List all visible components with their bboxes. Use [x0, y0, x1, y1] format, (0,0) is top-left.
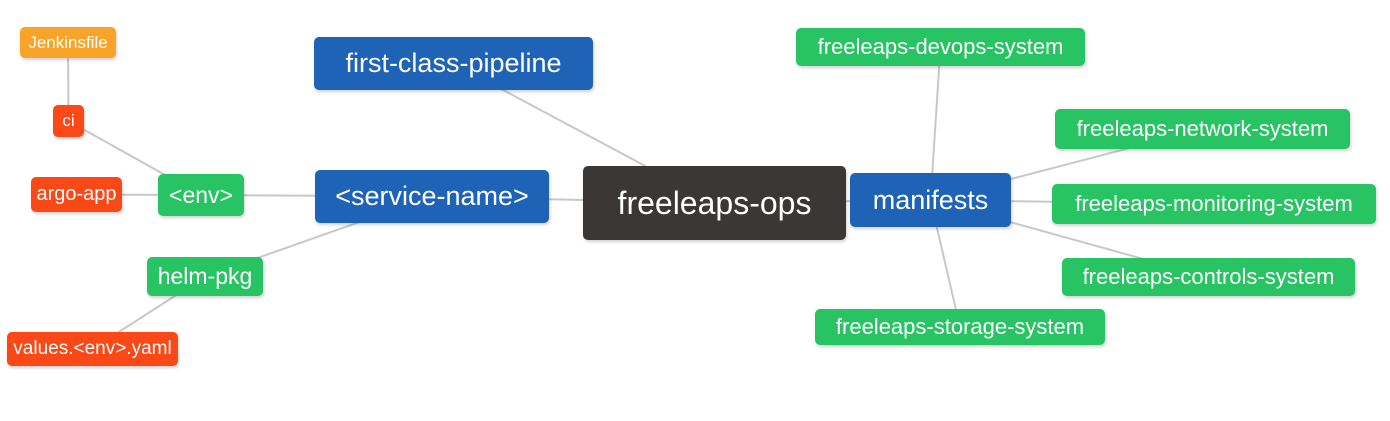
node-freeleaps-controls-system[interactable]: freeleaps-controls-system	[1062, 258, 1355, 296]
node-label: <env>	[169, 181, 233, 208]
node-label: Jenkinsfile	[28, 32, 108, 52]
node-env[interactable]: <env>	[158, 174, 244, 216]
node-first-class-pipeline[interactable]: first-class-pipeline	[314, 37, 593, 90]
node-label: manifests	[872, 184, 989, 215]
node-freeleaps-network-system[interactable]: freeleaps-network-system	[1055, 109, 1350, 149]
node-freeleaps-storage-system[interactable]: freeleaps-storage-system	[815, 309, 1105, 345]
node-jenkinsfile[interactable]: Jenkinsfile	[20, 27, 116, 58]
node-manifests[interactable]: manifests	[850, 173, 1011, 227]
node-helm-pkg[interactable]: helm-pkg	[147, 257, 263, 296]
node-label: <service-name>	[335, 181, 529, 211]
node-label: ci	[62, 111, 75, 130]
node-values-env-yaml[interactable]: values.<env>.yaml	[7, 332, 178, 366]
node-label: helm-pkg	[157, 263, 253, 289]
node-label: values.<env>.yaml	[13, 338, 172, 359]
node-label: freeleaps-controls-system	[1082, 264, 1335, 289]
node-freeleaps-devops-system[interactable]: freeleaps-devops-system	[796, 28, 1085, 66]
node-freeleaps-ops[interactable]: freeleaps-ops	[583, 166, 846, 240]
node-label: argo-app	[36, 183, 117, 205]
node-service-name[interactable]: <service-name>	[315, 170, 549, 223]
node-label: freeleaps-network-system	[1076, 116, 1329, 141]
node-label: freeleaps-ops	[617, 184, 812, 221]
node-freeleaps-monitoring-system[interactable]: freeleaps-monitoring-system	[1052, 184, 1376, 224]
node-label: first-class-pipeline	[345, 48, 562, 78]
node-argo-app[interactable]: argo-app	[31, 177, 122, 212]
node-label: freeleaps-devops-system	[817, 34, 1064, 59]
node-ci[interactable]: ci	[53, 105, 84, 137]
node-label: freeleaps-monitoring-system	[1075, 191, 1353, 216]
node-label: freeleaps-storage-system	[835, 314, 1085, 339]
